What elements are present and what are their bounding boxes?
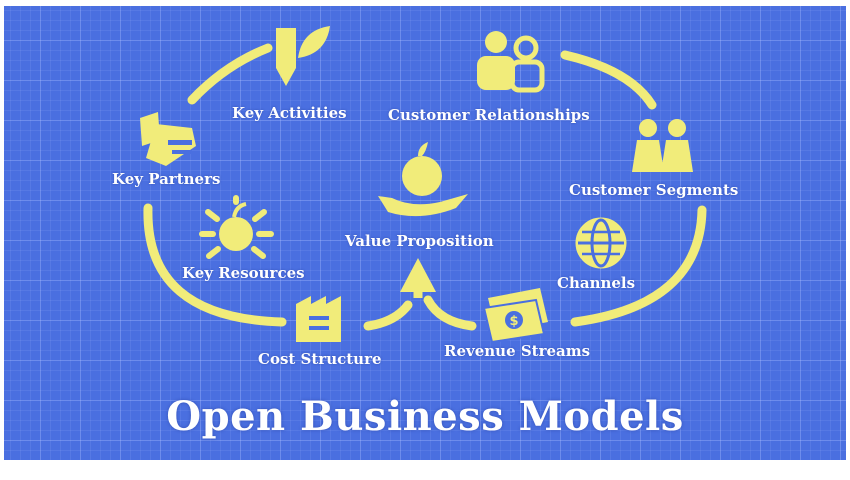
label-key-activities: Key Activities: [232, 104, 347, 122]
handshake-icon: [140, 112, 196, 166]
arc-bottom-right: [423, 295, 477, 331]
frame-border-left: [0, 0, 4, 480]
arc-top-left: [187, 43, 273, 105]
factory-icon: [296, 296, 341, 342]
arc-right: [570, 205, 707, 327]
svg-text:$: $: [509, 314, 518, 329]
two-people-icon: [632, 119, 693, 172]
shining-apple-icon: [199, 195, 274, 259]
label-cost-structure: Cost Structure: [258, 350, 382, 368]
hand-apple-icon: [378, 142, 468, 217]
diagram-title: Open Business Models: [166, 393, 684, 440]
cycle-arcs: [143, 43, 707, 331]
globe-icon: [575, 217, 627, 269]
frame-border-right: [846, 0, 850, 480]
people-pair-icon: [477, 31, 545, 93]
frame-border-top: [0, 0, 850, 6]
money-bills-icon: $: [482, 288, 548, 344]
label-revenue-streams: Revenue Streams: [444, 342, 591, 360]
label-key-resources: Key Resources: [182, 264, 305, 282]
pencil-leaf-icon: [276, 26, 330, 86]
arc-left: [143, 203, 287, 327]
arc-top-right: [560, 50, 657, 110]
growth-arrow-head: [400, 258, 436, 292]
label-key-partners: Key Partners: [112, 170, 221, 188]
label-customer-relationships: Customer Relationships: [388, 106, 590, 124]
label-value-proposition: Value Proposition: [345, 232, 494, 250]
arc-bottom-left: [363, 300, 413, 331]
label-customer-segments: Customer Segments: [569, 181, 739, 199]
label-channels: Channels: [557, 274, 636, 292]
frame-border-bottom: [0, 460, 850, 480]
